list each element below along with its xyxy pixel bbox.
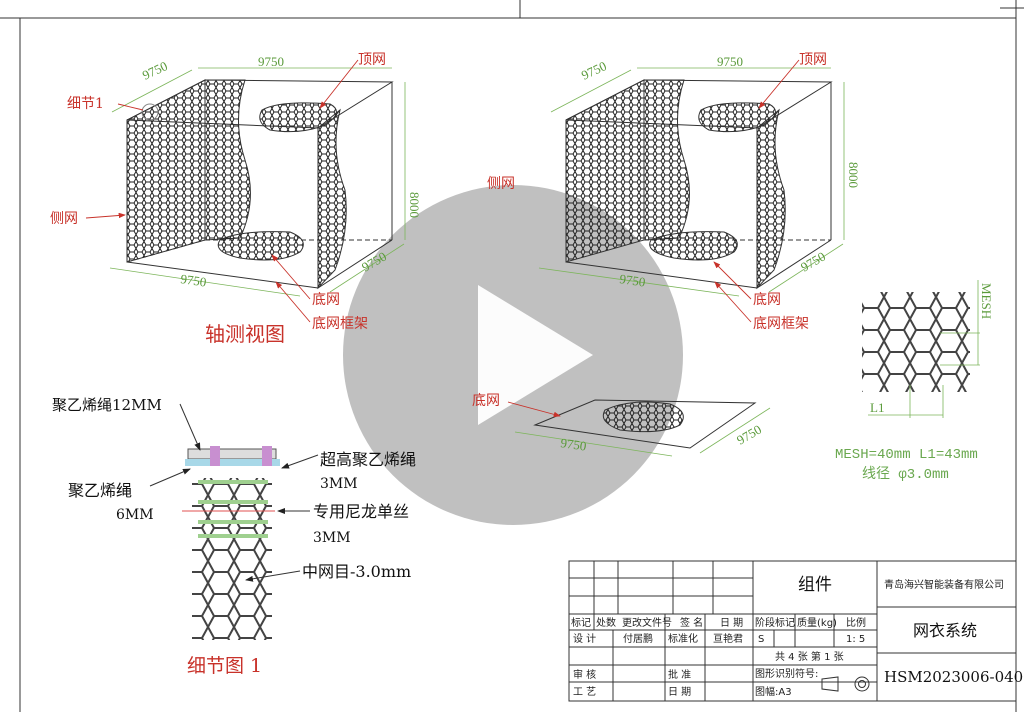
uhmw-rope-size: 3MM <box>320 476 358 492</box>
l1-dim-label: L1 <box>870 400 884 415</box>
depth-dim: 9750 <box>140 58 170 83</box>
rope-6mm-label: 聚乙烯绳 <box>68 481 132 500</box>
header-stage: 阶段标记 <box>755 616 795 629</box>
standard-label: 标准化 <box>668 632 698 645</box>
plate-depth-dim: 9750 <box>734 422 764 448</box>
title-block: 组件 青岛海兴智能装备有限公司 网衣系统 HSM2023006-04000 标记… <box>568 560 1024 702</box>
stage-value: S <box>758 634 764 645</box>
header-mass: 质量(kg) <box>797 617 837 629</box>
depth-dim: 9750 <box>579 58 609 83</box>
drawing-name: 网衣系统 <box>913 621 977 640</box>
process-label: 工 艺 <box>573 686 596 698</box>
top-net-label: 顶网 <box>358 52 386 68</box>
nylon-mono-size: 3MM <box>313 530 351 546</box>
bottom-depth-dim: 9750 <box>798 249 828 275</box>
mesh-detail: MESH L1 MESH=40mm L1=43mm 线径 φ3.0mm <box>835 280 994 483</box>
header-mark: 标记 <box>571 617 591 629</box>
header-date: 日 期 <box>720 617 743 629</box>
detail1-title: 细节图 1 <box>187 655 262 677</box>
header-count: 处数 <box>596 616 616 629</box>
axonometric-title: 轴测视图 <box>205 322 285 346</box>
mesh-size-label: 中网目-3.0mm <box>302 562 411 581</box>
header-scale: 比例 <box>846 616 866 629</box>
mesh-spec-line2: 线径 φ3.0mm <box>862 466 949 483</box>
date-label: 日 期 <box>668 686 691 698</box>
part-label: 组件 <box>798 575 832 595</box>
header-change-doc: 更改文件号 <box>622 616 672 629</box>
play-icon <box>478 285 593 425</box>
top-net-label: 顶网 <box>799 52 827 68</box>
format-label: 图幅:A3 <box>755 685 792 698</box>
bottom-net-label: 底网 <box>753 292 781 308</box>
projection-symbol-icon <box>821 676 870 692</box>
review-label: 审 核 <box>573 668 596 681</box>
rope-6mm-size: 6MM <box>116 507 154 523</box>
symbol-label: 图形识别符号: <box>755 667 818 680</box>
rope-12mm-label: 聚乙烯绳12MM <box>52 396 162 414</box>
design-label: 设 计 <box>573 632 596 645</box>
bottom-width-dim: 9750 <box>180 271 208 289</box>
drawing-number: HSM2023006-04000 <box>884 668 1024 686</box>
side-net-label: 侧网 <box>50 211 78 227</box>
company-name: 青岛海兴智能装备有限公司 <box>884 578 1004 591</box>
detail1-ref-label: 细节1 <box>67 96 104 112</box>
approve-label: 批 准 <box>668 668 691 681</box>
bottom-net-label: 底网 <box>312 292 340 308</box>
detail-view-1: 聚乙烯绳12MM 聚乙烯绳 6MM 超高聚乙烯绳 3MM 专用尼龙单丝 3MM … <box>52 396 416 677</box>
sheet-count: 共 4 张 第 1 张 <box>775 650 844 663</box>
width-dim: 9750 <box>258 54 284 69</box>
width-dim: 9750 <box>717 54 743 69</box>
nylon-mono-label: 专用尼龙单丝 <box>313 502 409 521</box>
bottom-frame-label: 底网框架 <box>753 316 809 332</box>
scale-value: 1: 5 <box>846 634 865 645</box>
mesh-dim-label: MESH <box>979 283 994 319</box>
video-play-button[interactable] <box>343 185 683 525</box>
designer-name: 付居鹏 <box>623 632 653 645</box>
mesh-spec-line1: MESH=40mm L1=43mm <box>835 447 978 463</box>
standardizer-name: 亘艳君 <box>713 632 743 645</box>
header-signature: 签 名 <box>680 616 703 629</box>
height-dim: 8000 <box>846 162 861 188</box>
